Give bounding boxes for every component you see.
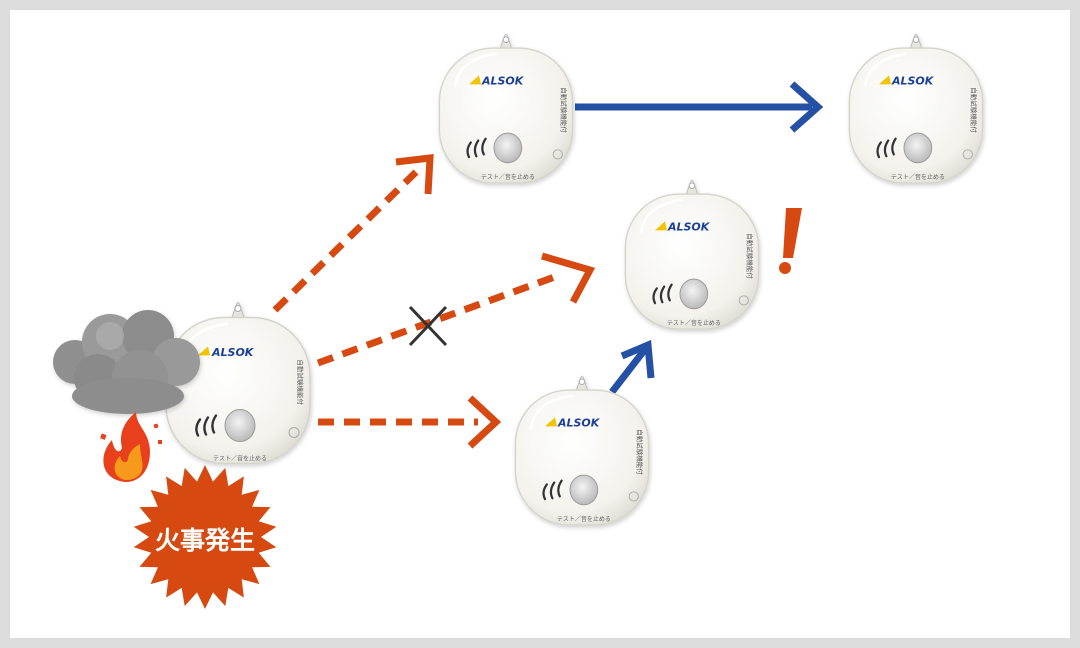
relay-arrow-to-right-detector <box>575 81 824 133</box>
detector-brand-label: ALSOK <box>211 346 255 359</box>
smoke-detector-body <box>847 32 985 185</box>
flame-icon <box>100 412 162 482</box>
detector-bottom-label: テスト／音を止める <box>891 173 945 181</box>
arrows <box>272 81 824 449</box>
brand-logo-icon <box>545 417 557 427</box>
detector-brand-label: ALSOK <box>667 220 711 233</box>
detector-bottom-label: テスト／音を止める <box>667 319 721 327</box>
detector-bottom-label: テスト／音を止める <box>213 455 267 463</box>
detector-side-label: 自動試験機能付 <box>560 87 569 133</box>
detector-bottom-label: テスト／音を止める <box>481 173 535 181</box>
detector-side-label: 自動試験機能付 <box>746 233 755 279</box>
wireless-arrow-blocked <box>316 252 596 367</box>
alert-mark-icon <box>779 208 802 274</box>
detector-brand-label: ALSOK <box>481 74 525 87</box>
fire-alert-badge: 火事発生 <box>133 465 277 609</box>
smoke-detector-body <box>437 32 575 185</box>
brand-logo-icon <box>469 75 481 85</box>
fire-alert-badge-label: 火事発生 <box>155 526 255 555</box>
wireless-arrow-to-top-detector <box>272 154 434 313</box>
wireless-arrow-to-lower-detector <box>318 395 502 449</box>
detector-side-label: 自動試験機能付 <box>296 359 305 405</box>
detector-brand-label: ALSOK <box>891 74 935 87</box>
detector-bottom-label: テスト／音を止める <box>557 515 611 523</box>
detector-side-label: 自動試験機能付 <box>970 87 979 133</box>
blocked-cross-icon <box>408 305 448 347</box>
smoke-detector-body <box>623 178 761 331</box>
brand-logo-icon <box>198 346 210 356</box>
alert-burst-icon <box>133 465 277 609</box>
brand-logo-icon <box>655 221 667 231</box>
detector-brand-label: ALSOK <box>557 416 601 429</box>
brand-logo-icon <box>879 75 891 85</box>
detectors: ALSOK自動試験機能付テスト／音を止めるALSOK自動試験機能付テスト／音を止… <box>164 32 985 527</box>
smoke-detector-body <box>513 374 651 527</box>
detector-side-label: 自動試験機能付 <box>636 429 645 475</box>
relay-arrow-to-middle-detector <box>609 339 655 395</box>
smoke-cloud-icon <box>53 310 200 414</box>
